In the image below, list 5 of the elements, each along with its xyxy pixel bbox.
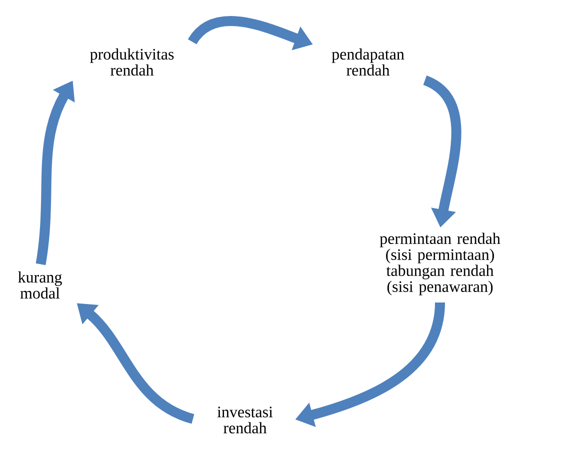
cycle-label: produktivitas rendah — [90, 48, 174, 76]
cycle-label: kurang modal — [18, 271, 62, 299]
cycle-label: permintaan rendah (sisi permintaan) tabungan rendah (sisi penawaran) — [380, 232, 500, 296]
cycle-label: investasi rendah — [217, 406, 273, 434]
cycle-label: pendapatan rendah — [332, 48, 404, 76]
